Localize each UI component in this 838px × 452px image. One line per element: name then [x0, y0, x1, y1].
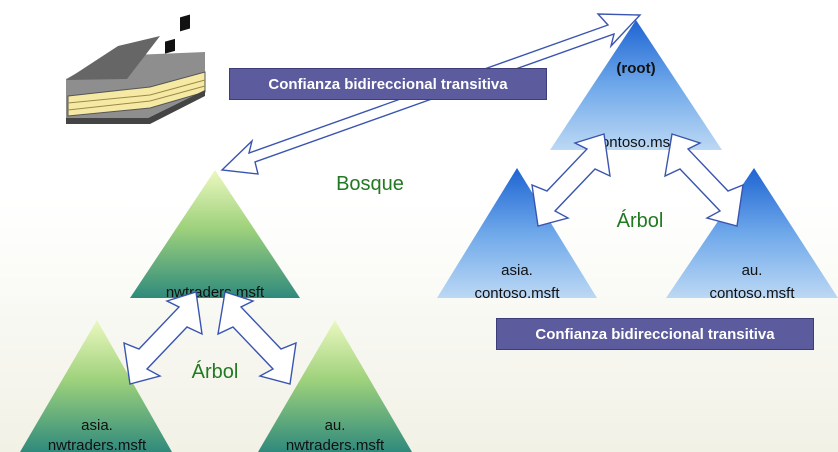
domain-label: asia.	[501, 262, 533, 279]
books-icon	[66, 14, 206, 124]
domain-nwtraders-asia: asia. nwtraders.msft	[20, 320, 172, 452]
double-arrow-icon	[217, 291, 297, 385]
domain-label: contoso.msft	[593, 134, 679, 151]
trust-label-top: Confianza bidireccional transitiva	[229, 68, 547, 100]
double-arrow-icon	[531, 133, 611, 227]
double-arrow-icon	[123, 291, 203, 385]
domain-label: contoso.msft	[474, 285, 560, 302]
domain-label: asia.	[81, 417, 113, 434]
domain-contoso-root: (root) contoso.msft	[550, 20, 722, 151]
domain-nwtraders-au: au. nwtraders.msft	[258, 320, 412, 452]
double-arrow-icon	[664, 133, 744, 227]
domain-label: contoso.msft	[709, 285, 795, 302]
domain-contoso-asia: asia. contoso.msft	[437, 168, 597, 302]
domain-label: (root)	[616, 60, 655, 77]
tree-label-contoso: Árbol	[617, 209, 664, 232]
domain-label: au.	[742, 262, 763, 279]
domain-label: au.	[325, 417, 346, 434]
trust-label-right: Confianza bidireccional transitiva	[496, 318, 814, 350]
domain-label: nwtraders.msft	[48, 437, 147, 452]
tree-label-nwtraders: Árbol	[192, 360, 239, 383]
domain-contoso-au: au. contoso.msft	[666, 168, 838, 302]
domain-label: nwtraders.msft	[286, 437, 385, 452]
domain-nwtraders-root: nwtraders.msft	[130, 170, 300, 301]
forest-label: Bosque	[336, 173, 404, 195]
